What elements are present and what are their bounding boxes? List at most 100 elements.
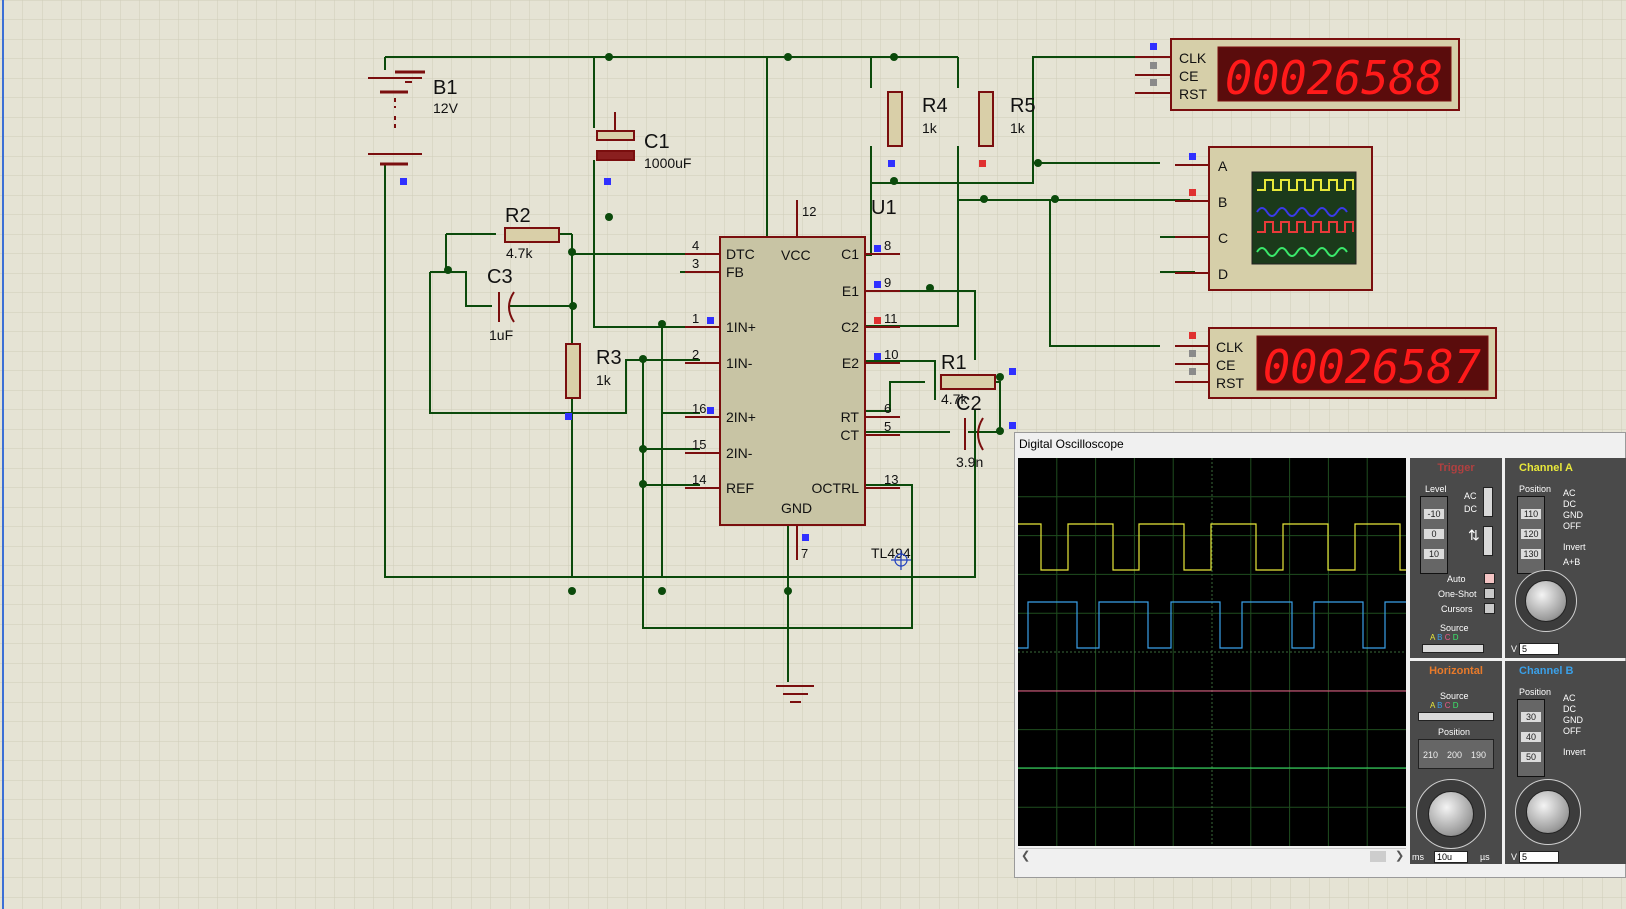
u1-pin-stubs (685, 200, 900, 560)
scope-horizontal-scrollbar[interactable]: ❮ ❯ (1018, 848, 1406, 864)
u1-right-pin-name: OCTRL (812, 480, 860, 496)
u1-left-pin-name: 2IN+ (726, 409, 756, 425)
r5-value: 1k (1010, 120, 1026, 136)
trigger-level-tick-mid: 0 (1424, 529, 1444, 539)
trigger-level-selector[interactable]: -10 0 10 (1420, 496, 1448, 574)
u1-right-pin-name: C2 (841, 319, 859, 335)
channel-b-unit: V (1511, 852, 1518, 862)
capacitor-c1[interactable] (596, 112, 635, 161)
oscilloscope-instrument[interactable] (1208, 146, 1373, 291)
counter-bottom-pins (1175, 345, 1209, 383)
channel-b-ac: AC (1563, 693, 1576, 703)
r1-ref: R1 (941, 352, 967, 374)
channel-a-invert: Invert (1563, 542, 1586, 552)
ground-symbol[interactable] (776, 685, 814, 703)
battery-b1[interactable] (368, 70, 425, 166)
channel-a-position-selector[interactable]: 110 120 130 (1517, 496, 1545, 574)
ic-u1[interactable] (719, 236, 866, 526)
horizontal-unit-left: ms (1412, 852, 1424, 862)
channel-a-dc: DC (1563, 499, 1576, 509)
scroll-right-icon[interactable]: ❯ (1395, 850, 1405, 862)
scope-instrument-c: C (1218, 230, 1228, 246)
trigger-cursors-button[interactable] (1484, 603, 1495, 614)
channel-b-invert: Invert (1563, 747, 1586, 757)
pin-probe (979, 160, 986, 167)
horizontal-position-selector[interactable]: 210 200 190 (1418, 739, 1494, 769)
pin-probe (802, 534, 809, 541)
horizontal-source-c: C (1444, 701, 1451, 710)
channel-a-off: OFF (1563, 521, 1581, 531)
trigger-auto-button[interactable] (1484, 573, 1495, 584)
resistor-r3[interactable] (565, 343, 581, 399)
horizontal-unit-right: µs (1480, 852, 1490, 862)
pin-probe (1189, 189, 1196, 196)
junctions (444, 53, 1059, 595)
counter-top-clk: CLK (1179, 50, 1207, 66)
scope-instrument-a: A (1218, 158, 1228, 174)
horizontal-time-field[interactable]: 10u (1434, 851, 1468, 863)
horizontal-tick-mid: 200 (1447, 750, 1463, 760)
crosshair-cursor-icon (891, 550, 911, 570)
channel-a-unit: V (1511, 644, 1518, 654)
channel-b-volts-dial[interactable] (1526, 790, 1570, 834)
u1-left-pin-number: 1 (692, 311, 699, 326)
pin-probe (1150, 43, 1157, 50)
u1-gnd-pin: 7 (801, 546, 808, 561)
trigger-mode-cursors: Cursors (1441, 604, 1473, 614)
u1-part: TL494 (871, 545, 911, 561)
trigger-source-d: D (1452, 633, 1459, 642)
u1-left-pin-name: REF (726, 480, 754, 496)
trigger-oneshot-button[interactable] (1484, 588, 1495, 599)
scope-instrument-b: B (1218, 194, 1227, 210)
channel-b-position-selector[interactable]: 30 40 50 (1517, 699, 1545, 777)
pin-probe (1009, 422, 1016, 429)
trigger-source-slider[interactable] (1422, 644, 1484, 653)
scope-screen[interactable] (1018, 458, 1406, 846)
u1-gnd-label: GND (781, 500, 812, 516)
resistor-r4[interactable] (887, 91, 903, 147)
trigger-edge-icon: ⇅ (1468, 527, 1480, 543)
counter-timer-bottom[interactable] (1208, 327, 1497, 399)
trigger-source-label: Source (1440, 623, 1469, 633)
r4-value: 1k (922, 120, 938, 136)
trace-channel-a (1018, 523, 1406, 571)
digital-oscilloscope-window[interactable]: Digital Oscilloscope ❮ ❯ (1014, 432, 1626, 878)
u1-left-pin-number: 16 (692, 401, 706, 416)
channel-a-ac: AC (1563, 488, 1576, 498)
wires (384, 56, 1195, 682)
resistor-r1[interactable] (940, 374, 996, 390)
u1-right-pin-name: E2 (842, 355, 859, 371)
counter-timer-top[interactable] (1170, 38, 1460, 111)
trigger-source-b: B (1437, 633, 1443, 642)
scroll-left-icon[interactable]: ❮ (1021, 850, 1031, 862)
capacitor-c2[interactable] (964, 417, 984, 451)
resistor-r2[interactable] (504, 227, 560, 243)
trigger-edge-switch[interactable] (1483, 526, 1493, 556)
channel-b-volts-field[interactable]: 5 (1519, 851, 1559, 863)
horizontal-tick-left: 210 (1423, 750, 1439, 760)
channel-b-dc: DC (1563, 704, 1576, 714)
scroll-thumb[interactable] (1370, 851, 1386, 862)
pin-probe (707, 407, 714, 414)
trigger-mode-auto: Auto (1447, 574, 1466, 584)
horizontal-panel: Horizontal Source A B C D Position 210 2… (1410, 661, 1502, 864)
channel-b-gnd: GND (1563, 715, 1583, 725)
horizontal-source-b: B (1437, 701, 1443, 710)
horizontal-source-slider[interactable] (1418, 712, 1494, 721)
pin-probe (874, 245, 881, 252)
channel-a-panel: Channel A Position 110 120 130 AC DC GND… (1505, 458, 1626, 658)
channel-a-volts-dial[interactable] (1525, 580, 1567, 622)
r4-ref: R4 (922, 95, 948, 117)
trigger-coupling-switch[interactable] (1483, 487, 1493, 517)
channel-a-position-label: Position (1519, 484, 1552, 494)
pin-probe (1150, 79, 1157, 86)
u1-vcc-pin: 12 (802, 204, 816, 219)
u1-right-pin-number: 9 (884, 275, 891, 290)
resistor-r5[interactable] (978, 91, 994, 147)
u1-left-pin-number: 3 (692, 256, 699, 271)
channel-a-volts-field[interactable]: 5 (1519, 643, 1559, 655)
channel-b-off: OFF (1563, 726, 1581, 736)
channel-a-tick-top: 110 (1521, 509, 1541, 519)
horizontal-time-dial[interactable] (1428, 791, 1474, 837)
capacitor-c3[interactable] (498, 291, 515, 323)
